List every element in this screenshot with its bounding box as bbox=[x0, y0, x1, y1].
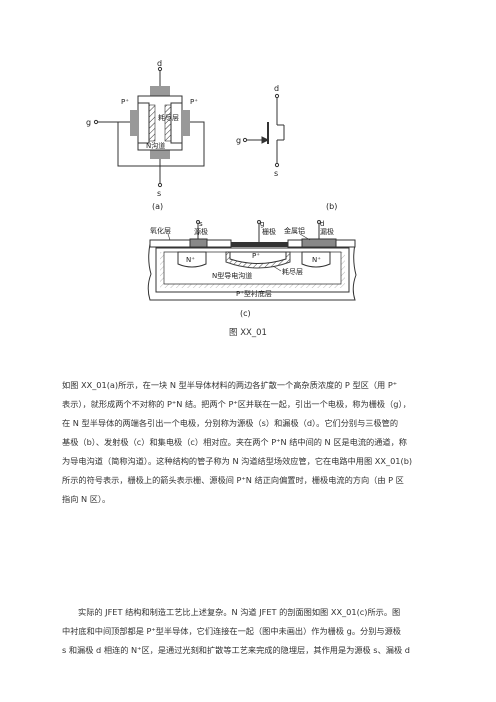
subcaption-a: (a) bbox=[152, 202, 163, 211]
text-line: s 和漏极 d 相连的 N⁺区，是通过光刻和扩散等工艺来完成的隐埋层，其作用是为… bbox=[62, 645, 410, 655]
label-c-drain: 漏极 bbox=[320, 227, 334, 236]
label-a-s: s bbox=[157, 189, 161, 198]
label-c-source: 源极 bbox=[194, 227, 208, 236]
label-c-depletion: 耗尽层 bbox=[282, 268, 303, 276]
text-line: 在 N 型半导体的两端各引出一个电极，分别称为源极（s）和漏极（d）。它们分别与… bbox=[62, 418, 399, 428]
label-a-p-right: P⁺ bbox=[190, 98, 198, 106]
label-c-substrate: P⁺型衬底层 bbox=[236, 289, 272, 298]
subcaption-c: (c) bbox=[240, 309, 251, 318]
label-a-g: g bbox=[86, 118, 91, 127]
subcaption-b: (b) bbox=[326, 202, 337, 211]
figure-caption: 图 XX_01 bbox=[229, 328, 267, 338]
label-b-s: s bbox=[274, 169, 278, 178]
label-b-d: d bbox=[274, 84, 279, 93]
diagram-b bbox=[242, 93, 285, 168]
text-line: 为导电沟道（简称沟道）。这种结构的管子称为 N 沟道结型场效应管，它在电路中用图… bbox=[62, 456, 413, 466]
label-c-n-right: N⁺ bbox=[312, 256, 321, 264]
text-line: 指向 N 区）。 bbox=[62, 494, 111, 504]
label-a-depletion: 耗尽层 bbox=[158, 114, 179, 122]
label-c-metal: 金属铝 bbox=[284, 226, 305, 235]
diagram-c bbox=[147, 220, 357, 301]
label-c-channel: N型导电沟道 bbox=[212, 271, 252, 280]
label-c-gate: 栅极 bbox=[262, 227, 276, 236]
label-c-p-mid: P⁺ bbox=[252, 252, 260, 260]
diagram-a bbox=[93, 66, 205, 188]
label-a-p-left: P⁺ bbox=[121, 98, 129, 106]
text-line: 基极（b）、发射极（c）和集电极（c）相对应。夹在两个 P⁺N 结中间的 N 区… bbox=[62, 437, 407, 447]
paragraph-2: 实际的 JFET 结构和制造工艺比上述复杂。N 沟道 JFET 的剖面图如图 X… bbox=[62, 603, 434, 660]
label-a-d: d bbox=[157, 59, 162, 68]
text-line: 所示的符号表示，栅极上的箭头表示栅、源极间 P⁺N 结正向偏置时，栅极电流的方向… bbox=[62, 475, 404, 485]
text-line: 表示），就形成两个不对称的 P⁺N 结。把两个 P⁺区并联在一起，引出一个电极，… bbox=[62, 399, 411, 409]
paragraph-1: 如图 XX_01(a)所示，在一块 N 型半导体材料的两边各扩散一个高杂质浓度的… bbox=[62, 376, 434, 509]
text-line: 如图 XX_01(a)所示，在一块 N 型半导体材料的两边各扩散一个高杂质浓度的… bbox=[62, 380, 398, 390]
jfet-figure: d g s P⁺ P⁺ 耗尽层 N沟道 (a) d g s (b) bbox=[86, 59, 357, 318]
text-line: 实际的 JFET 结构和制造工艺比上述复杂。N 沟道 JFET 的剖面图如图 X… bbox=[78, 607, 401, 617]
label-c-drain-d: d bbox=[320, 220, 324, 228]
label-c-source-s: s bbox=[199, 220, 203, 228]
label-b-g: g bbox=[236, 136, 241, 145]
text-line: 中衬底和中间顶部都是 P⁺型半导体，它们连接在一起（图中未画出）作为栅极 g。分… bbox=[62, 626, 401, 636]
label-a-channel: N沟道 bbox=[146, 141, 165, 150]
label-c-gate-g: g bbox=[260, 220, 264, 228]
label-c-n-left: N⁺ bbox=[186, 256, 195, 264]
label-c-oxide: 氧化层 bbox=[150, 226, 171, 235]
